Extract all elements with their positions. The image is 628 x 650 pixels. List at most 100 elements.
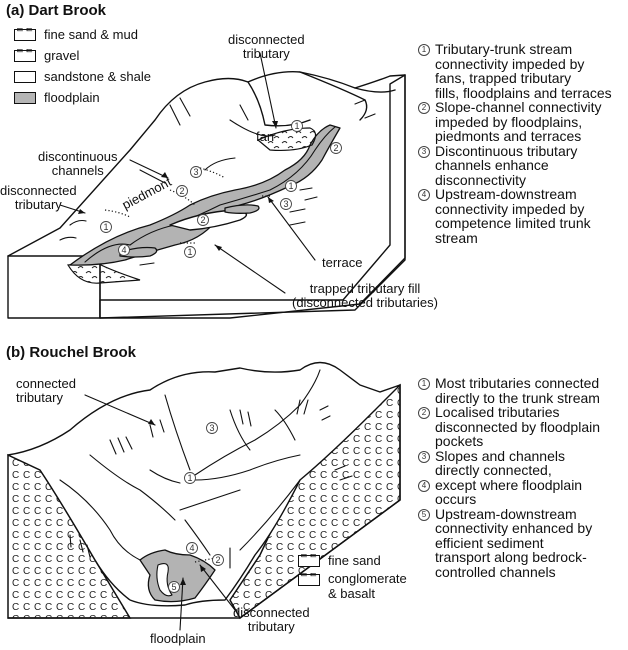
- marker-a-1-bottom: 1: [184, 246, 196, 258]
- fine-sand-mud-swatch: ᄃᄃ: [14, 27, 36, 41]
- svg-text:1: 1: [187, 473, 192, 483]
- fine-sand-swatch: ᄃᄃ: [298, 553, 320, 567]
- land-surface-b: [7, 361, 401, 607]
- label-connected-tributary: connected tributary: [16, 376, 76, 405]
- svg-text:1: 1: [187, 247, 192, 257]
- svg-text:2: 2: [200, 215, 205, 225]
- note-text: Localised tributaries disconnected by fl…: [435, 404, 601, 449]
- marker-a-1-left: 1: [100, 221, 112, 233]
- floodplain-swatch: [14, 91, 36, 104]
- svg-text:4: 4: [121, 245, 126, 255]
- label-disconnected-tributary-left: disconnected tributary: [0, 183, 77, 212]
- note-text: Most tributaries connected directly to t…: [435, 375, 600, 406]
- notes-b: 1 Most tributaries connected directly to…: [418, 376, 628, 579]
- note-b-3: 3 Slopes and channels directly connected…: [418, 447, 628, 478]
- note-number: 5: [418, 508, 430, 521]
- panel-b-title: (b) Rouchel Brook: [6, 344, 136, 361]
- legend-label: conglomerate & basalt: [328, 571, 407, 601]
- markers-b: 3 1 4 2 5: [168, 422, 224, 593]
- svg-text:3: 3: [209, 423, 214, 433]
- rouchel-brook-block-diagram: 3 1 4 2 5: [7, 361, 401, 631]
- label-terrace: terrace: [322, 255, 363, 270]
- legend-item-conglomerate-basalt: ᄃᄃ conglomerate & basalt: [298, 571, 407, 601]
- dart-brook-block-diagram: 1 2 3 2 1 2 4 1 1 3: [7, 52, 406, 319]
- svg-text:4: 4: [189, 543, 194, 553]
- svg-text:3: 3: [283, 199, 288, 209]
- legend-item-gravel: ᄃᄃ gravel: [14, 45, 151, 66]
- floodplain-a: [69, 124, 341, 266]
- legend-a: ᄃᄃ fine sand & mud ᄃᄃ gravel sandstone &…: [14, 24, 151, 108]
- conglomerate-basalt-swatch: ᄃᄃ: [298, 572, 320, 586]
- legend-item-fine-sand: ᄃᄃ fine sand: [298, 550, 407, 571]
- note-number: 2: [418, 407, 430, 419]
- label-trapped-tributary-fill: trapped tributary fill (disconnected tri…: [292, 281, 438, 310]
- marker-b-3: 3: [206, 422, 218, 434]
- panel-a-title: (a) Dart Brook: [6, 2, 107, 19]
- label-floodplain: floodplain: [150, 631, 206, 646]
- svg-text:5: 5: [171, 582, 176, 592]
- marker-b-5: 5: [168, 581, 180, 593]
- marker-a-4: 4: [118, 244, 130, 256]
- note-text: Tributary-trunk stream connectivity impe…: [435, 41, 612, 101]
- marker-a-3-right: 3: [280, 198, 292, 210]
- legend-item-sandstone-shale: sandstone & shale: [14, 66, 151, 87]
- svg-text:1: 1: [103, 222, 108, 232]
- legend-label: sandstone & shale: [44, 69, 151, 84]
- marker-a-3: 3: [190, 166, 202, 178]
- note-text: Upstream-downstream connectivity enhance…: [435, 505, 593, 580]
- note-number: 1: [418, 44, 430, 56]
- note-a-3: 3 Discontinuous tributary channels enhan…: [418, 142, 628, 188]
- label-fan: fan: [256, 129, 275, 144]
- gravel-swatch: ᄃᄃ: [14, 48, 36, 62]
- label-disconnected-tributary-top: disconnected tributary: [228, 32, 305, 61]
- svg-text:1: 1: [288, 181, 293, 191]
- note-a-2: 2 Slope-channel connectivity impeded by …: [418, 100, 628, 144]
- legend-label: gravel: [44, 48, 80, 63]
- legend-b: ᄃᄃ fine sand ᄃᄃ conglomerate & basalt: [298, 550, 407, 601]
- note-number: 4: [418, 479, 430, 492]
- note-text: Upstream-downstream connectivity impeded…: [435, 186, 591, 246]
- markers-a: 1 2 3 2 1 2 4 1 1 3: [100, 120, 342, 258]
- note-number: 3: [418, 450, 430, 463]
- legend-label: fine sand & mud: [44, 27, 138, 42]
- svg-text:2: 2: [333, 143, 338, 153]
- label-disconnected-tributary-b: disconnected tributary: [233, 605, 310, 634]
- block-a-right-face: [99, 74, 406, 319]
- note-text: Slopes and channels directly connected,: [435, 447, 565, 478]
- svg-text:2: 2: [215, 555, 220, 565]
- marker-a-1-right: 1: [285, 180, 297, 192]
- note-a-1: 1 Tributary-trunk stream connectivity im…: [418, 42, 628, 100]
- legend-label: floodplain: [44, 90, 100, 105]
- note-number: 4: [418, 189, 430, 201]
- svg-text:3: 3: [193, 167, 198, 177]
- note-a-4: 4 Upstream-downstream connectivity imped…: [418, 187, 628, 245]
- marker-b-2: 2: [212, 554, 224, 566]
- floodplain-b: [139, 549, 216, 603]
- note-number: 3: [418, 145, 430, 158]
- note-number: 2: [418, 102, 430, 114]
- note-b-1: 1 Most tributaries connected directly to…: [418, 376, 628, 405]
- marker-a-2-terrace: 2: [197, 214, 209, 226]
- note-b-4: 4 except where floodplain occurs: [418, 476, 628, 507]
- gravel-fill: [67, 261, 141, 284]
- note-text: Slope-channel connectivity impeded by fl…: [435, 99, 602, 144]
- note-text: Discontinuous tributary channels enhance…: [435, 142, 578, 188]
- note-number: 1: [418, 378, 430, 390]
- marker-a-2-piedmont: 2: [176, 185, 188, 197]
- marker-b-4: 4: [186, 542, 198, 554]
- marker-b-1: 1: [184, 472, 196, 484]
- note-text: except where floodplain occurs: [435, 476, 583, 507]
- note-b-5: 5 Upstream-downstream connectivity enhan…: [418, 505, 628, 580]
- legend-item-floodplain: floodplain: [14, 87, 151, 108]
- legend-item-fine-sand-mud: ᄃᄃ fine sand & mud: [14, 24, 151, 45]
- sandstone-shale-swatch: [14, 70, 36, 83]
- marker-a-1-top: 1: [291, 120, 303, 132]
- legend-label: fine sand: [328, 553, 381, 568]
- fan: [256, 127, 317, 152]
- note-b-2: 2 Localised tributaries disconnected by …: [418, 405, 628, 449]
- label-discontinuous-channels: discontinuous channels: [38, 149, 118, 178]
- marker-a-2-right: 2: [330, 142, 342, 154]
- svg-text:1: 1: [294, 121, 299, 131]
- svg-text:2: 2: [179, 186, 184, 196]
